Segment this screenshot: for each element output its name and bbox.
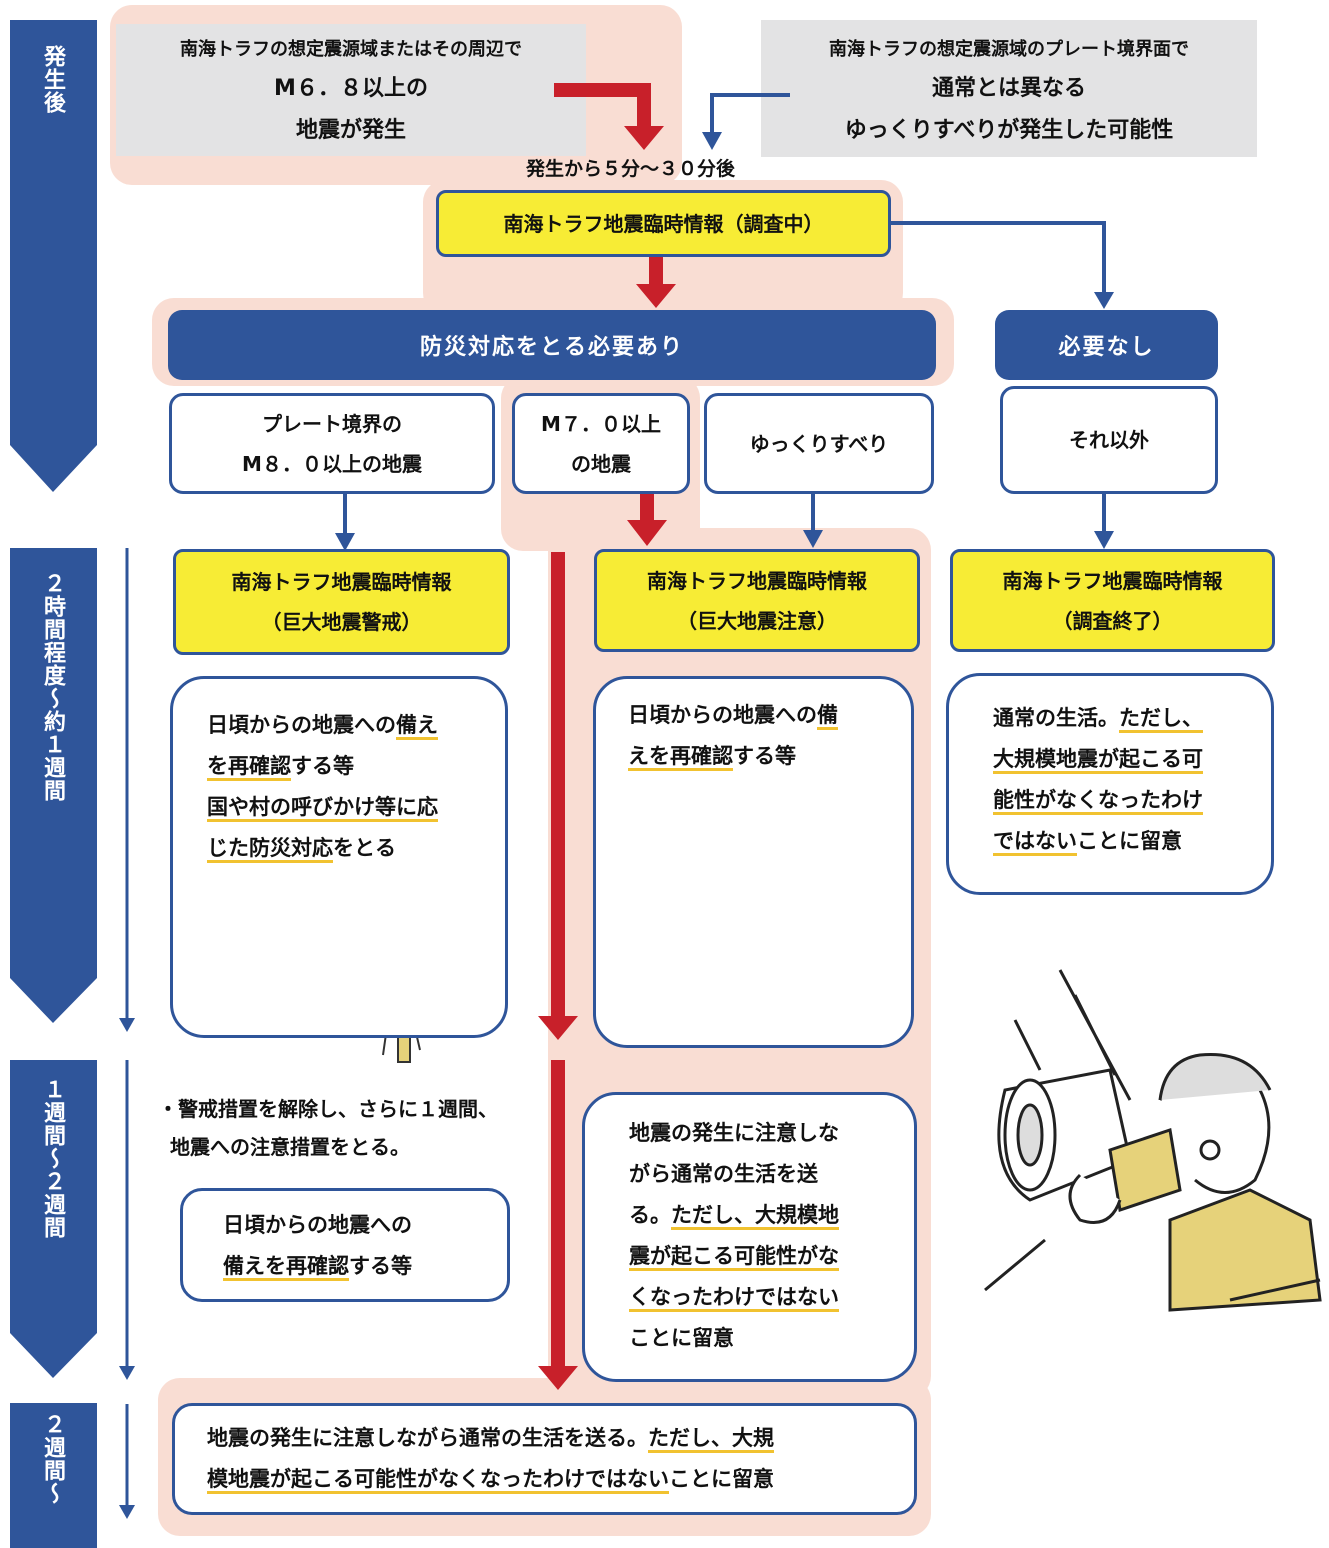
week2-box: 日頃からの地震への 備えを再確認する等 bbox=[180, 1188, 510, 1302]
info-caution: 南海トラフ地震臨時情報 （巨大地震注意） bbox=[594, 549, 920, 652]
final-l2a: 模地震が起こる可能性がなくなったわけではない bbox=[207, 1467, 669, 1494]
blue-arrow-trigger bbox=[710, 93, 790, 132]
final-l1a: 地震の発生に注意しながら通常の生活を送る。 bbox=[207, 1426, 648, 1450]
trigger-right: 南海トラフの想定震源域のプレート境界面で 通常とは異なる ゆっくりすべりが発生し… bbox=[761, 32, 1257, 152]
trigger-right-line3: ゆっくりすべりが発生した可能性 bbox=[844, 118, 1174, 143]
condition-other-label: それ以外 bbox=[1069, 428, 1149, 452]
final-box: 地震の発生に注意しながら通常の生活を送る。ただし、大規 模地震が起こる可能性がな… bbox=[172, 1403, 917, 1515]
trigger-left: 南海トラフの想定震源域またはその周辺で M６．８以上の 地震が発生 bbox=[116, 32, 586, 152]
week2-caution-l5: くなったわけではない bbox=[629, 1285, 839, 1312]
info-warning: 南海トラフ地震臨時情報 （巨大地震警戒） bbox=[173, 549, 510, 655]
info-warning-line1: 南海トラフ地震臨時情報 bbox=[231, 570, 452, 594]
final-l2b: ことに留意 bbox=[669, 1467, 774, 1491]
trigger-right-panel bbox=[761, 20, 1257, 157]
week2-note-line2: 地震への注意措置をとる。 bbox=[170, 1135, 410, 1159]
condition-m7: M７．０以上 の地震 bbox=[512, 393, 690, 494]
week2-box-l2a: 備えを再確認 bbox=[223, 1254, 349, 1281]
final-l1b: ただし、大規 bbox=[648, 1426, 774, 1453]
week2-caution-box: 地震の発生に注意しな がら通常の生活を送 る。ただし、大規模地 震が起こる可能性… bbox=[582, 1092, 917, 1382]
action-warning-l1b: 備え bbox=[396, 713, 438, 740]
needed-label: 防災対応をとる必要あり bbox=[419, 335, 684, 360]
action-ended-l4b: ことに留意 bbox=[1077, 829, 1182, 853]
week2-caution-l3a: る。 bbox=[629, 1203, 671, 1227]
condition-m7-line1: M７．０以上 bbox=[541, 411, 661, 436]
action-ended-l2: 大規模地震が起こる可 bbox=[993, 747, 1203, 774]
week2-caution-l3b: ただし、大規模地 bbox=[671, 1203, 839, 1230]
info-ended-line2: （調査終了） bbox=[1052, 608, 1173, 633]
week2-caution-l4: 震が起こる可能性がな bbox=[629, 1244, 839, 1271]
stage-arrow-4 bbox=[10, 1403, 97, 1548]
condition-other: それ以外 bbox=[1000, 386, 1218, 494]
action-warning-l4a: じた防災対応 bbox=[207, 836, 333, 863]
info-investigating-label: 南海トラフ地震臨時情報（調査中） bbox=[503, 211, 824, 236]
action-warning-l1a: 日頃からの地震への bbox=[207, 713, 396, 737]
stage-label-1w-2w: １週間〜２週間 bbox=[40, 1078, 65, 1239]
trigger-left-line3: 地震が発生 bbox=[295, 118, 406, 143]
week2-note: ・警戒措置を解除し、さらに１週間、 地震への注意措置をとる。 bbox=[158, 1090, 498, 1166]
action-ended-l4a: ではない bbox=[993, 829, 1077, 856]
timeline-arrows bbox=[119, 548, 135, 1519]
info-caution-line2: （巨大地震注意） bbox=[677, 608, 837, 633]
action-warning-l4b: をとる bbox=[333, 836, 396, 860]
week2-caution-l1: 地震の発生に注意しな bbox=[629, 1121, 839, 1145]
not-needed-bar: 必要なし bbox=[995, 310, 1218, 380]
action-caution-l1b: 備 bbox=[817, 703, 838, 730]
trigger-right-line1: 南海トラフの想定震源域のプレート境界面で bbox=[829, 39, 1189, 60]
info-caution-line1: 南海トラフ地震臨時情報 bbox=[647, 568, 867, 593]
info-ended-line1: 南海トラフ地震臨時情報 bbox=[1002, 568, 1223, 593]
needed-bar: 防災対応をとる必要あり bbox=[168, 310, 936, 380]
action-ended-l1b: ただし、 bbox=[1119, 706, 1203, 733]
week2-box-l2b: する等 bbox=[349, 1254, 412, 1278]
week2-box-l1: 日頃からの地震への bbox=[223, 1213, 412, 1237]
trigger-left-line1: 南海トラフの想定震源域またはその周辺で bbox=[180, 39, 522, 60]
week2-note-line1: ・警戒措置を解除し、さらに１週間、 bbox=[158, 1097, 498, 1121]
info-ended: 南海トラフ地震臨時情報 （調査終了） bbox=[950, 549, 1275, 652]
week2-caution-l2: がら通常の生活を送 bbox=[629, 1162, 818, 1186]
red-arrow-trigger bbox=[554, 83, 664, 150]
red-arrow-needed bbox=[636, 257, 676, 308]
action-caution-l1a: 日頃からの地震への bbox=[628, 703, 817, 727]
not-needed-label: 必要なし bbox=[1058, 335, 1155, 360]
action-ended-l3: 能性がなくなったわけ bbox=[993, 788, 1203, 815]
action-caution-l2b: する等 bbox=[733, 744, 796, 768]
action-ended-l1a: 通常の生活。 bbox=[993, 706, 1119, 730]
stage-arrow-2 bbox=[10, 548, 97, 1023]
condition-slow-slip-label: ゆっくりすべり bbox=[749, 431, 889, 456]
megaphone-illustration bbox=[984, 969, 1322, 1312]
action-warning-l2b: する等 bbox=[291, 754, 354, 778]
stage-label-2h-1w: ２時間程度〜約１週間 bbox=[40, 572, 65, 802]
condition-slow-slip: ゆっくりすべり bbox=[704, 393, 934, 494]
action-warning: 日頃からの地震への備え を再確認する等 国や村の呼びかけ等に応 じた防災対応をと… bbox=[170, 676, 508, 1038]
action-warning-l3: 国や村の呼びかけ等に応 bbox=[207, 795, 438, 822]
stage-arrow-3 bbox=[10, 1060, 97, 1378]
condition-m7-line2: の地震 bbox=[571, 451, 631, 476]
condition-plate: プレート境界の M８．０以上の地震 bbox=[169, 393, 495, 494]
timing-label: 発生から５分〜３０分後 bbox=[526, 158, 736, 180]
trigger-left-panel bbox=[116, 24, 586, 156]
action-warning-l2a: を再確認 bbox=[207, 754, 291, 781]
action-ended: 通常の生活。ただし、 大規模地震が起こる可 能性がなくなったわけ ではないことに… bbox=[946, 673, 1274, 895]
stage-label-2w: ２週間〜 bbox=[40, 1413, 65, 1505]
stage-arrow-1 bbox=[10, 20, 97, 492]
condition-plate-line1: プレート境界の bbox=[262, 411, 402, 436]
trigger-right-line2: 通常とは異なる bbox=[931, 76, 1086, 101]
action-caution: 日頃からの地震への備 えを再確認する等 bbox=[593, 676, 914, 1048]
stage-label-after: 発生後 bbox=[40, 45, 65, 114]
info-warning-line2: （巨大地震警戒） bbox=[261, 610, 422, 634]
action-caution-l2a: えを再確認 bbox=[628, 744, 733, 771]
condition-plate-line2: M８．０以上の地震 bbox=[242, 451, 422, 476]
trigger-left-line2: M６．８以上の bbox=[274, 76, 428, 101]
info-investigating: 南海トラフ地震臨時情報（調査中） bbox=[436, 190, 891, 257]
week2-caution-l6: ことに留意 bbox=[629, 1326, 734, 1350]
